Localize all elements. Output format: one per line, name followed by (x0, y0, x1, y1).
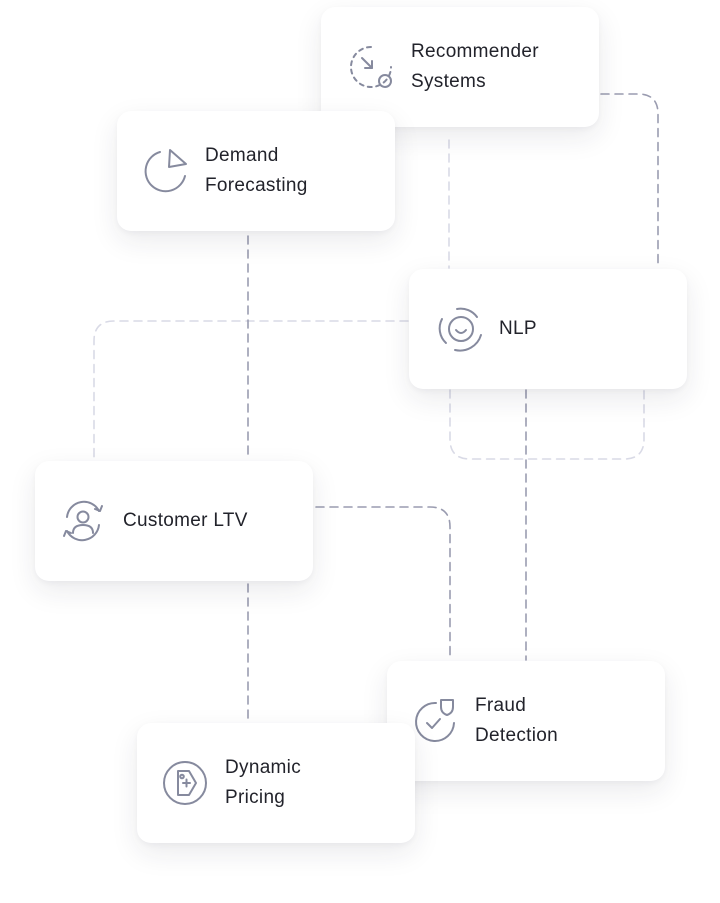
speech-face-icon (435, 305, 483, 353)
card-customer-ltv[interactable]: Customer LTV (35, 461, 313, 581)
card-label: Dynamic Pricing (225, 757, 302, 808)
connector-ltv-fraud (315, 506, 451, 661)
card-recommender-systems[interactable]: Recommender Systems (321, 7, 599, 127)
shield-check-icon (411, 697, 459, 745)
recommendation-icon (347, 43, 395, 91)
card-label: Fraud Detection (475, 695, 558, 746)
card-label: Recommender Systems (411, 41, 539, 92)
card-demand-forecasting[interactable]: Demand Forecasting (117, 111, 395, 231)
price-tag-icon (161, 759, 209, 807)
card-nlp[interactable]: NLP (409, 269, 687, 389)
user-cycle-icon (59, 497, 107, 545)
card-fraud-detection[interactable]: Fraud Detection (387, 661, 665, 781)
card-dynamic-pricing[interactable]: Dynamic Pricing (137, 723, 415, 843)
connector-recommender-right (600, 93, 659, 269)
card-label: Demand Forecasting (205, 145, 308, 196)
card-label: NLP (499, 318, 537, 339)
card-label: Customer LTV (123, 510, 248, 531)
connector-nlp-ltv (93, 320, 409, 461)
pie-chart-icon (141, 147, 189, 195)
connector-nlp-loop (449, 389, 645, 460)
